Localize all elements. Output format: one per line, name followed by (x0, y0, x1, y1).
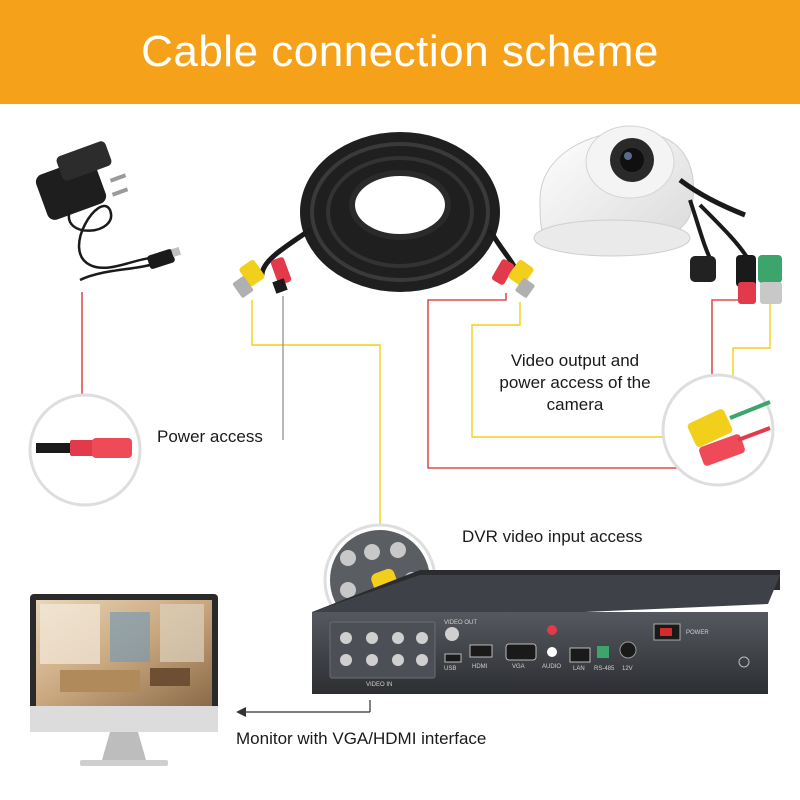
yellow-wire-left (251, 300, 381, 540)
dvr-label-audio: AUDIO (542, 664, 561, 670)
power-zoom-circle (28, 393, 142, 507)
wiring-lines (81, 292, 771, 717)
cable-coil-icon (232, 132, 535, 298)
yellow-wire-camera-up (732, 300, 771, 380)
dvr-recorder-icon: VIDEO IN VIDEO OUT USB HDMI VGA AUDIO LA… (312, 570, 780, 694)
dvr-label-rs485: RS-485 (594, 666, 615, 672)
monitor-icon (30, 594, 218, 766)
dome-camera-icon (533, 125, 782, 304)
title-banner: Cable connection scheme (0, 0, 800, 104)
yellow-wire-camera (471, 302, 665, 438)
dvr-label-usb: USB (444, 666, 456, 672)
page-title: Cable connection scheme (141, 27, 659, 76)
dvr-label-video-out: VIDEO OUT (444, 620, 477, 626)
monitor-arrow-head (236, 707, 246, 717)
camera-output-label: Video output and power access of the cam… (499, 351, 651, 414)
dvr-label-lan: LAN (573, 666, 585, 672)
power-adapter-icon (35, 141, 182, 282)
power-access-label: Power access (157, 427, 263, 446)
camera-zoom-circle (661, 373, 775, 487)
red-wire-camera (427, 293, 740, 469)
dvr-label-dc12v: 12V (622, 666, 633, 672)
dvr-label-video-in: VIDEO IN (366, 682, 392, 688)
dvr-input-label: DVR video input access (462, 527, 643, 546)
dvr-label-hdmi: HDMI (472, 664, 488, 670)
dvr-label-power: POWER (686, 630, 709, 636)
dvr-label-vga: VGA (512, 664, 525, 670)
monitor-label: Monitor with VGA/HDMI interface (236, 729, 487, 748)
